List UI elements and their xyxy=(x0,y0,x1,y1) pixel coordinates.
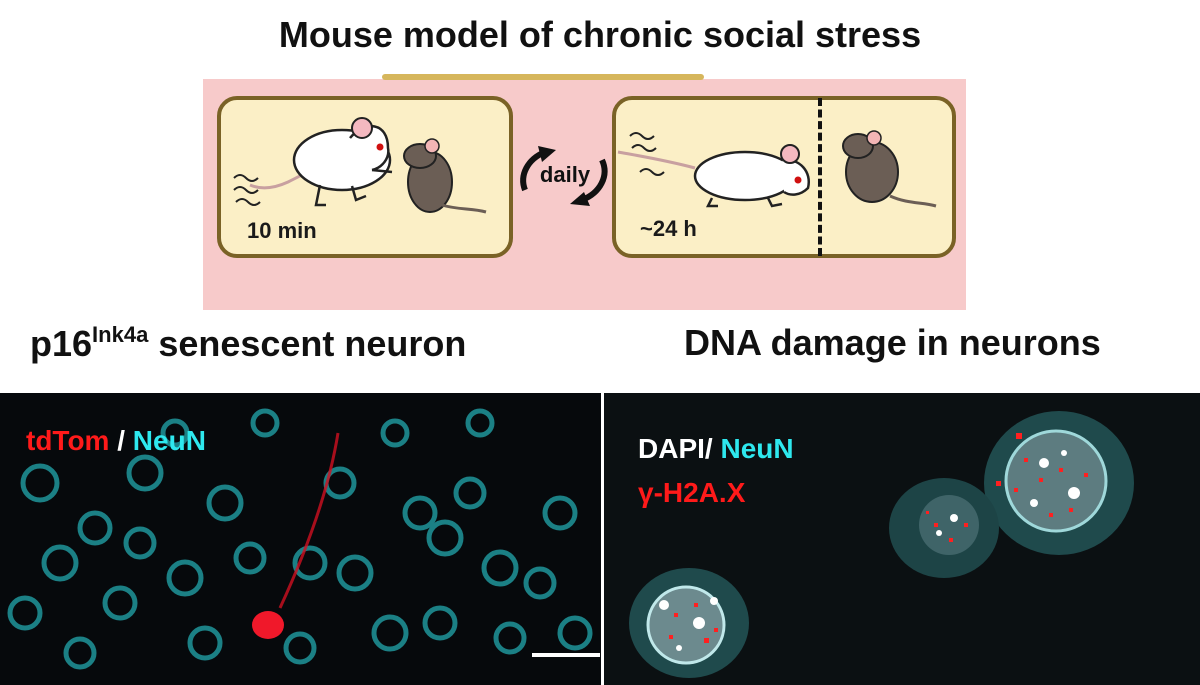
white-mouse-attacking-icon xyxy=(249,117,393,207)
motion-lines-icon xyxy=(233,174,261,206)
right-panel-heading: DNA damage in neurons xyxy=(684,322,1101,363)
cage-divider xyxy=(818,98,822,256)
stain-dapi: DAPI/ xyxy=(638,433,713,464)
white-mouse-resting-icon xyxy=(617,144,811,208)
dark-mouse-defeated-icon xyxy=(403,138,487,214)
schematic-drawing xyxy=(233,117,937,214)
neuron-middle xyxy=(889,478,999,578)
neuron-large xyxy=(984,411,1134,555)
daily-cycle-arrows-icon xyxy=(520,146,608,206)
figure-title: Mouse model of chronic social stress xyxy=(278,14,922,55)
schematic-top-strip xyxy=(382,74,704,80)
neuron-small xyxy=(629,568,749,678)
stain-separator: / xyxy=(109,425,133,456)
interaction-duration-label: 10 min xyxy=(247,218,317,243)
right-stain-legend-line1: DAPI/ NeuN xyxy=(638,433,794,465)
separation-duration-label: ~24 h xyxy=(640,216,697,241)
heading-gene-superscript: Ink4a xyxy=(92,322,149,347)
left-stain-legend: tdTom / NeuN xyxy=(26,425,206,457)
stain-neun-right: NeuN xyxy=(712,433,794,464)
panel-separator xyxy=(601,393,604,685)
dna-damage-cells xyxy=(629,411,1134,678)
left-panel-heading: p16Ink4a senescent neuron xyxy=(30,322,466,365)
heading-gene: p16 xyxy=(30,323,93,364)
heading-rest: senescent neuron xyxy=(148,323,467,364)
motion-lines-icon xyxy=(629,132,665,176)
stain-gamma-h2ax: γ-H2A.X xyxy=(638,477,746,508)
dark-mouse-resident-icon xyxy=(842,130,937,208)
micrograph-dna-damage: DAPI/ NeuN γ-H2A.X xyxy=(604,393,1200,685)
stain-tdtom: tdTom xyxy=(26,425,110,456)
daily-label: daily xyxy=(539,162,591,187)
scale-bar xyxy=(532,653,600,657)
tdtom-neuron xyxy=(252,432,340,639)
stain-neun: NeuN xyxy=(132,425,206,456)
neun-cells-left xyxy=(7,408,593,670)
micrograph-senescent-neuron: tdTom / NeuN xyxy=(0,393,601,685)
